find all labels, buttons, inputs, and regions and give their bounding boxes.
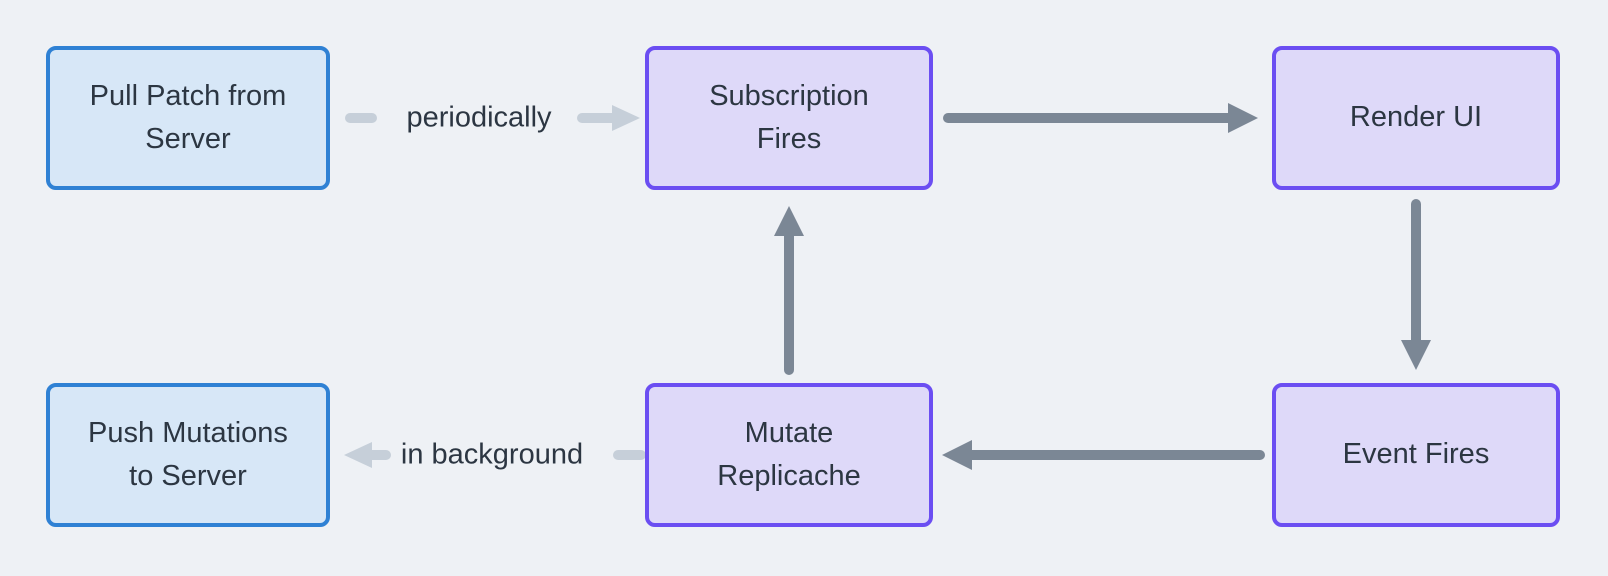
arrowhead-down-icon — [1401, 340, 1431, 370]
arrowhead-left-light-icon — [344, 442, 372, 468]
arrow-mutate-to-subscription — [774, 206, 804, 375]
node-label: Pull Patch from Server — [89, 79, 287, 156]
node-render-ui: Render UI — [1272, 46, 1560, 190]
node-pull-patch-from-server: Pull Patch from Server — [46, 46, 330, 190]
edge-label-periodically: periodically — [406, 101, 552, 134]
arrow-subscription-to-render — [943, 103, 1258, 133]
node-push-mutations-to-server: Push Mutations to Server — [46, 383, 330, 527]
node-mutate-replicache: Mutate Replicache — [645, 383, 933, 527]
arrowhead-up-icon — [774, 206, 804, 236]
arrow-mutate-to-push — [344, 442, 646, 468]
node-label: Render UI — [1349, 101, 1483, 134]
arrow-event-to-mutate — [942, 440, 1265, 470]
arrowhead-right-icon — [1228, 103, 1258, 133]
arrowhead-left-icon — [942, 440, 972, 470]
edge-label-in-background: in background — [400, 438, 584, 471]
node-event-fires: Event Fires — [1272, 383, 1560, 527]
arrow-render-to-event — [1401, 199, 1431, 370]
node-label: Push Mutations to Server — [88, 416, 288, 493]
node-label: Subscription Fires — [709, 79, 869, 156]
node-subscription-fires: Subscription Fires — [645, 46, 933, 190]
node-label: Mutate Replicache — [717, 416, 861, 493]
node-label: Event Fires — [1342, 438, 1490, 471]
arrow-pull-to-subscription — [345, 105, 640, 131]
arrowhead-right-light-icon — [612, 105, 640, 131]
